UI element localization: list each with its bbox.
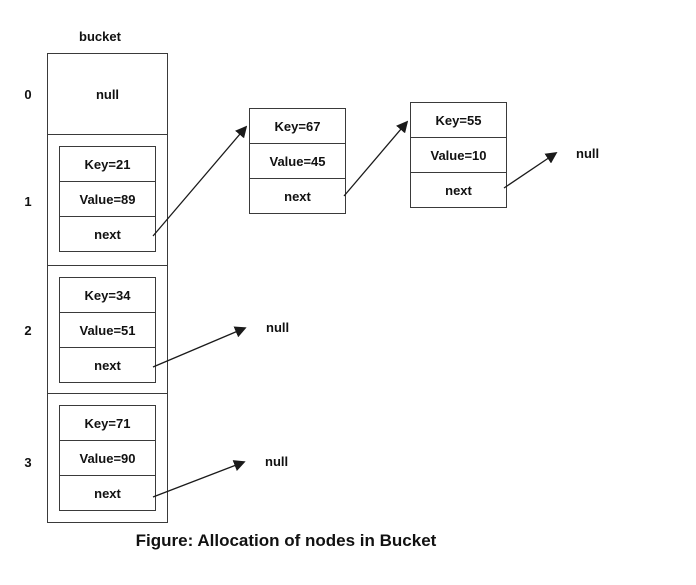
node-chain-key55-key: Key=55 [411, 103, 506, 138]
node-bucket1-key: Key=21 [60, 147, 155, 182]
bucket-index-3: 3 [24, 455, 32, 470]
bucket-0-null-label: null [95, 86, 120, 102]
node-bucket1-value: Value=89 [60, 182, 155, 217]
bucket-array-title: bucket [79, 29, 121, 44]
null-label-bucket2: null [266, 320, 290, 335]
figure-caption: Figure: Allocation of nodes in Bucket [135, 531, 437, 550]
node-bucket3: Key=71 Value=90 next [59, 405, 156, 511]
bucket-cell-3: Key=71 Value=90 next [48, 394, 167, 522]
node-chain-key67-next: next [284, 188, 311, 204]
node-bucket3-value: Value=90 [60, 441, 155, 476]
node-bucket3-key: Key=71 [60, 406, 155, 441]
node-chain-key55: Key=55 Value=10 next [410, 102, 507, 208]
node-bucket2-key: Key=34 [60, 278, 155, 313]
node-bucket2: Key=34 Value=51 next [59, 277, 156, 383]
bucket-index-1: 1 [24, 194, 32, 209]
bucket-cell-0: null [48, 54, 167, 135]
node-bucket1: Key=21 Value=89 next [59, 146, 156, 252]
bucket-array: null Key=21 Value=89 next Key=34 Value=5… [47, 53, 168, 523]
node-chain-key67-value: Value=45 [250, 144, 345, 179]
node-bucket2-value: Value=51 [60, 313, 155, 348]
node-chain-key55-next: next [445, 182, 472, 198]
bucket-cell-1: Key=21 Value=89 next [48, 135, 167, 266]
node-bucket2-next: next [94, 357, 121, 373]
node-chain-key67-key: Key=67 [250, 109, 345, 144]
bucket-index-2: 2 [24, 323, 32, 338]
bucket-cell-2: Key=34 Value=51 next [48, 266, 167, 394]
node-bucket1-next: next [94, 226, 121, 242]
node-chain-key55-value: Value=10 [411, 138, 506, 173]
bucket-index-0: 0 [24, 87, 32, 102]
null-label-chain-end: null [576, 146, 600, 161]
node-chain-key67: Key=67 Value=45 next [249, 108, 346, 214]
arrow-key67-to-key55 [343, 120, 409, 197]
null-label-bucket3: null [265, 454, 289, 469]
node-bucket3-next: next [94, 485, 121, 501]
arrow-key55-to-null [503, 152, 558, 189]
